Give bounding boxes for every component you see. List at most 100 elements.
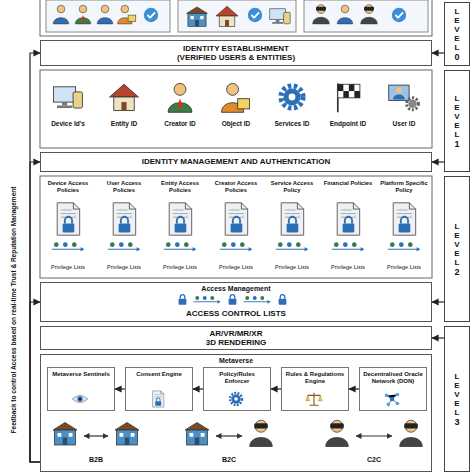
policy-panel [40, 176, 432, 278]
vr-user-icon [250, 420, 273, 446]
vr-user-icon [326, 420, 349, 446]
id-label: Creator ID [152, 120, 208, 128]
flow-arrow [115, 388, 125, 389]
node-text: LEVEL [453, 7, 462, 52]
exchange-arrow [216, 435, 242, 436]
node-text: Metaverse [219, 357, 253, 365]
node-text: 2 [454, 267, 459, 277]
node-text: Metaverse Sentinels [52, 371, 110, 378]
level-box: LEVEL3 [444, 326, 470, 472]
policy-label: Entity Access Policies [152, 180, 208, 193]
id-label: User ID [376, 120, 432, 128]
flow-arrow [432, 52, 444, 53]
enforcer-icon [230, 393, 242, 405]
flow-arrow [30, 302, 40, 462]
lock-icon [279, 295, 287, 305]
policy-label: Platform Specific Policy [376, 180, 432, 193]
privilege-label: Privilege Lists [208, 264, 264, 270]
sentinel-icon [72, 395, 87, 402]
stage-bar: AR/VR/MR/XR3D RENDERING [40, 326, 432, 350]
node-text: AR/VR/MR/XR [210, 329, 263, 339]
privilege-icon [388, 242, 420, 251]
building-icon [115, 423, 139, 446]
flow-arrow [193, 388, 203, 389]
user-icon [97, 5, 112, 24]
node-text: 3 [454, 417, 459, 427]
user-icon [75, 5, 90, 24]
group-frame [304, 0, 428, 32]
node-text: LEVEL [453, 94, 462, 139]
flow-arrow [432, 301, 444, 302]
flag-icon [338, 83, 360, 112]
relation-label: B2C [209, 456, 249, 464]
building-icon [187, 7, 208, 27]
node-text: IDENTITY MANAGEMENT AND AUTHENTICATION [142, 157, 330, 167]
relation-label: B2B [76, 456, 116, 464]
engine-box: Rules & Regulations Engine [281, 367, 349, 411]
privilege-icon [332, 242, 364, 251]
node-text: Policy/Rules Enforcer [206, 371, 268, 385]
engine-box: Metaverse Sentinels [47, 367, 115, 411]
policy-label: Service Access Policy [264, 180, 320, 193]
flow-arrow [271, 388, 281, 389]
object-icon [222, 83, 250, 112]
stage-bar: IDENTITY ESTABLISHMENT(VERIFIED USERS & … [40, 40, 432, 66]
building-icon [185, 423, 209, 446]
policy-doc-icon [225, 203, 248, 235]
band-frame [40, 0, 432, 36]
flow-arrow [30, 162, 40, 462]
privilege-icon [276, 242, 308, 251]
device-icon [54, 87, 83, 108]
node-text: ACCESS CONTROL LISTS [186, 309, 286, 318]
privilege-icon [220, 242, 252, 251]
policy-label: Creator Access Policies [208, 180, 264, 193]
consent-icon [153, 391, 164, 407]
node-text: Consent Engine [136, 371, 182, 378]
panel-frame [40, 176, 432, 278]
gear-icon [281, 86, 303, 108]
policy-doc-icon [57, 203, 79, 235]
node-text: LEVEL [453, 222, 462, 267]
level-box: LEVEL1 [444, 70, 470, 172]
privilege-label: Privilege Lists [152, 264, 208, 270]
regulation-icon [306, 393, 322, 406]
id-panel [40, 70, 432, 148]
exchange-arrow [84, 435, 108, 436]
privilege-label: Privilege Lists [264, 264, 320, 270]
privilege-label: Privilege Lists [96, 264, 152, 270]
flow-arrow [432, 337, 444, 338]
check-icon [248, 8, 262, 22]
vr-user-icon [400, 420, 423, 446]
privilege-icon [194, 296, 221, 304]
check-icon [392, 8, 406, 22]
id-label: Services ID [264, 120, 320, 128]
node-text: LEVEL [453, 372, 462, 417]
engine-box: Decentralised Oracle Network (DON) [359, 367, 427, 411]
privilege-icon [108, 242, 140, 251]
access-box: Access ManagementACCESS CONTROL LISTS [40, 282, 432, 322]
id-label: Entity ID [96, 120, 152, 128]
lock-icon [229, 295, 237, 305]
policy-doc-icon [337, 203, 360, 235]
node-text: (VERIFIED USERS & ENTITIES) [177, 53, 295, 63]
policy-doc-icon [281, 203, 304, 235]
node-text: Decentralised Oracle Network (DON) [362, 371, 424, 385]
policy-doc-icon [169, 203, 192, 235]
privilege-icon [164, 242, 196, 251]
metaverse-illustration [53, 391, 422, 447]
node-text: 3D RENDERING [206, 338, 266, 348]
creator-icon [168, 83, 192, 112]
flow-arrow [432, 161, 444, 162]
group-frame [178, 0, 296, 32]
policy-label: User Access Policies [96, 180, 152, 193]
privilege-icon [52, 242, 84, 251]
oracle-icon [385, 393, 399, 407]
policy-label: Financial Policies [320, 180, 376, 187]
user-icon [337, 5, 352, 24]
top-band [40, 0, 432, 36]
engine-box: Consent Engine [125, 367, 193, 411]
house-icon [110, 84, 139, 110]
